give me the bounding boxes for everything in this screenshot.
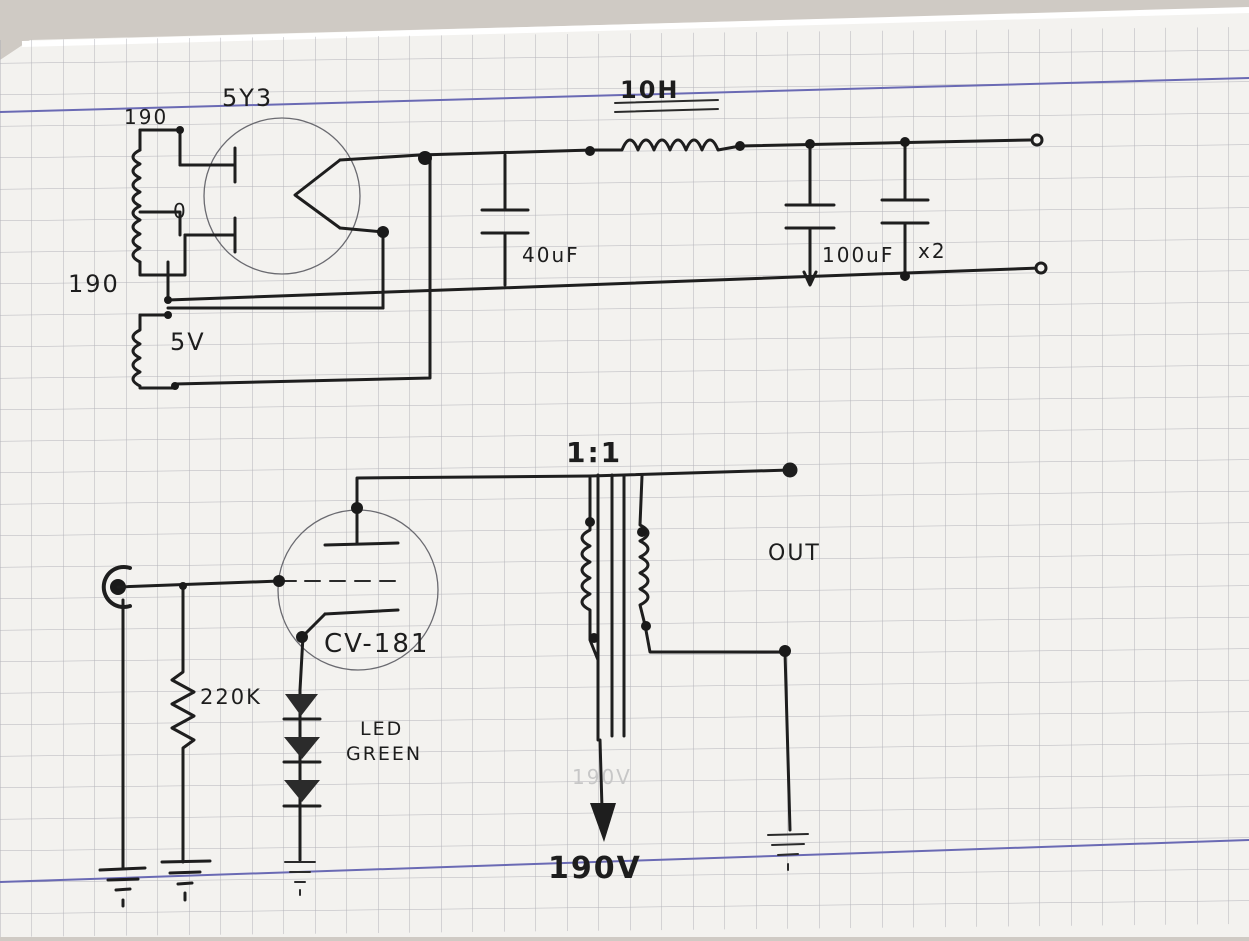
led-label-line-2: GREEN	[346, 743, 422, 765]
led-2	[284, 737, 320, 759]
output-label: OUT	[768, 541, 821, 566]
junction-dot	[805, 139, 815, 149]
led-1	[285, 694, 318, 716]
junction-dot	[585, 146, 595, 156]
supply-voltage-label: 190V	[548, 851, 642, 886]
choke-10h	[590, 99, 1032, 152]
output-transformer	[580, 473, 792, 842]
resistor-220k	[170, 583, 196, 864]
filament-return	[173, 158, 432, 386]
supply-arrow	[590, 803, 616, 842]
led-3	[284, 780, 320, 802]
ground-output-terminal	[1034, 261, 1048, 275]
capacitor-100uf-b	[880, 141, 930, 278]
capacitor-100uf-label: 100uF	[822, 243, 894, 267]
ground-symbol	[98, 866, 147, 908]
resistor-value-label: 220K	[200, 685, 262, 709]
junction-dot	[585, 517, 595, 527]
tube-cv181-label: CV-181	[324, 629, 429, 659]
faint-supply-label: 190V	[572, 765, 632, 789]
capacitor-multiplier-label: x2	[918, 239, 947, 263]
power-supply-section: 5Y3 10H 190 0 190 5V 40uF 100uF x2	[68, 76, 1048, 390]
hv-output-terminal	[1030, 133, 1044, 147]
amplifier-stage-section: 1:1 CV-181 220K LED GREEN OUT 190V 190V	[98, 436, 821, 908]
ground-symbol	[767, 833, 809, 871]
input-jack	[101, 565, 282, 870]
choke-label: 10H	[620, 76, 679, 104]
transformer-ratio-label: 1:1	[566, 436, 622, 469]
junction-dot	[589, 633, 599, 643]
junction-dot	[900, 271, 910, 281]
margin-line-top	[0, 77, 1249, 113]
junction-dot	[351, 502, 363, 514]
junction-dot	[273, 575, 285, 587]
margin-line-bottom	[0, 839, 1249, 883]
junction-dot	[779, 645, 791, 657]
capacitor-100uf-a	[784, 143, 836, 287]
junction-dot	[641, 621, 651, 631]
junction-dot	[418, 151, 432, 165]
capacitor-40uf	[480, 153, 530, 287]
hv-secondary-winding	[131, 128, 187, 302]
led-string	[282, 688, 322, 862]
hv-tap-top-label: 190	[124, 105, 168, 129]
junction-dot	[164, 311, 172, 319]
filament-winding	[131, 313, 177, 390]
hv-tap-bottom-label: 190	[68, 270, 120, 298]
junction-dot	[176, 126, 184, 134]
junction-dot	[171, 382, 179, 390]
led-label-line-1: LED	[360, 718, 403, 740]
junction-dot	[164, 296, 172, 304]
filament-voltage-label: 5V	[170, 328, 206, 356]
junction-dot	[900, 137, 910, 147]
ground-return-1	[166, 266, 1042, 302]
junction-dot	[637, 527, 647, 537]
junction-dot	[179, 582, 187, 590]
ground-symbol	[284, 861, 316, 896]
junction-dot	[296, 631, 308, 643]
capacitor-40uf-label: 40uF	[522, 243, 580, 267]
junction-dot	[735, 141, 745, 151]
junction-dot	[377, 226, 389, 238]
rectifier-tube-label: 5Y3	[222, 84, 273, 112]
output-terminal	[782, 462, 798, 478]
ground-symbol	[160, 859, 212, 902]
center-tap-label: 0	[173, 199, 188, 223]
